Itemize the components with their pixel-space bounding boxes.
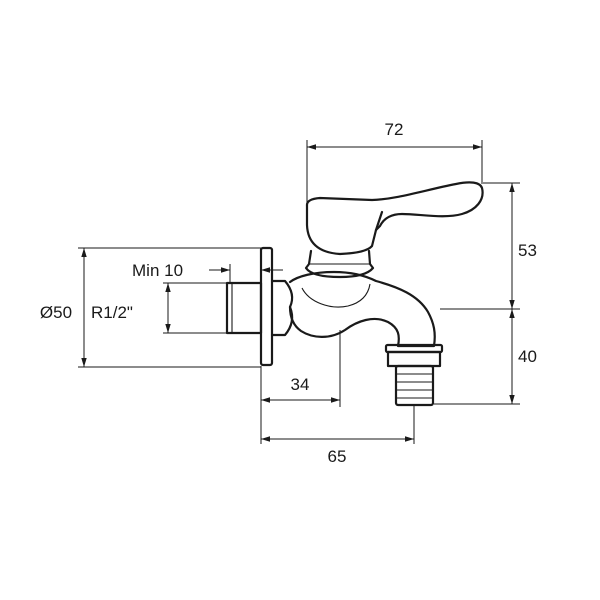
spout-body <box>288 270 436 348</box>
label-spout-height: 40 <box>518 347 537 366</box>
wall-flange <box>259 246 274 367</box>
handle-base <box>305 203 384 256</box>
dimension-flange-diameter: Ø50 <box>40 247 261 368</box>
label-handle-width: 72 <box>385 120 404 139</box>
dimension-thread-size: R1/2" <box>91 282 227 334</box>
faucet-outline <box>225 181 484 407</box>
dimension-flange-to-outlet: 34 <box>260 330 341 444</box>
label-handle-height: 53 <box>518 241 537 260</box>
valve-neck <box>304 249 375 279</box>
label-total-depth: 65 <box>328 447 347 466</box>
dimension-min-thread: Min 10 <box>132 261 283 283</box>
thread-connector <box>225 281 263 335</box>
label-thread-size: R1/2" <box>91 303 133 322</box>
label-min-thread: Min 10 <box>132 261 183 280</box>
dimension-vertical-right: 53 40 <box>434 182 537 405</box>
label-flange-to-outlet: 34 <box>291 375 310 394</box>
label-flange-diameter: Ø50 <box>40 303 72 322</box>
handle-lever <box>305 181 484 232</box>
dimension-total-depth: 65 <box>261 406 415 466</box>
dimension-handle-width: 72 <box>306 120 483 204</box>
nozzle-ring <box>386 350 442 368</box>
hose-connector <box>394 364 435 407</box>
